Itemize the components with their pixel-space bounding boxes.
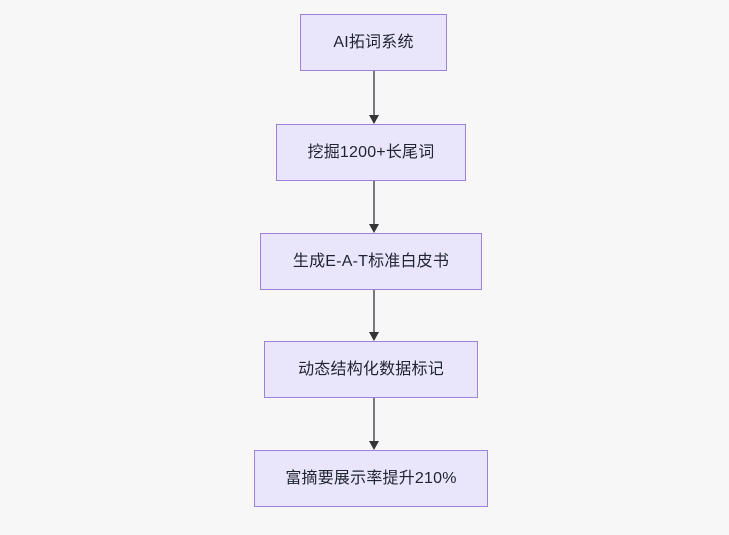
- edge-line: [373, 181, 375, 225]
- edge-line: [373, 398, 375, 442]
- node-label: AI拓词系统: [333, 33, 414, 51]
- edge-line: [373, 290, 375, 333]
- flowchart-node-n4[interactable]: 动态结构化数据标记: [264, 341, 478, 398]
- node-label: 富摘要展示率提升210%: [285, 469, 457, 487]
- arrow-head-icon: [369, 224, 379, 233]
- edge-line: [373, 71, 375, 116]
- arrow-head-icon: [369, 115, 379, 124]
- arrow-head-icon: [369, 441, 379, 450]
- flowchart-node-n2[interactable]: 挖掘1200+长尾词: [276, 124, 466, 181]
- flowchart-node-n5[interactable]: 富摘要展示率提升210%: [254, 450, 488, 507]
- flowchart-node-n3[interactable]: 生成E-A-T标准白皮书: [260, 233, 482, 290]
- arrow-head-icon: [369, 332, 379, 341]
- node-label: 动态结构化数据标记: [298, 360, 444, 378]
- node-label: 生成E-A-T标准白皮书: [292, 252, 450, 270]
- node-label: 挖掘1200+长尾词: [307, 143, 435, 161]
- flowchart-node-n1[interactable]: AI拓词系统: [300, 14, 447, 71]
